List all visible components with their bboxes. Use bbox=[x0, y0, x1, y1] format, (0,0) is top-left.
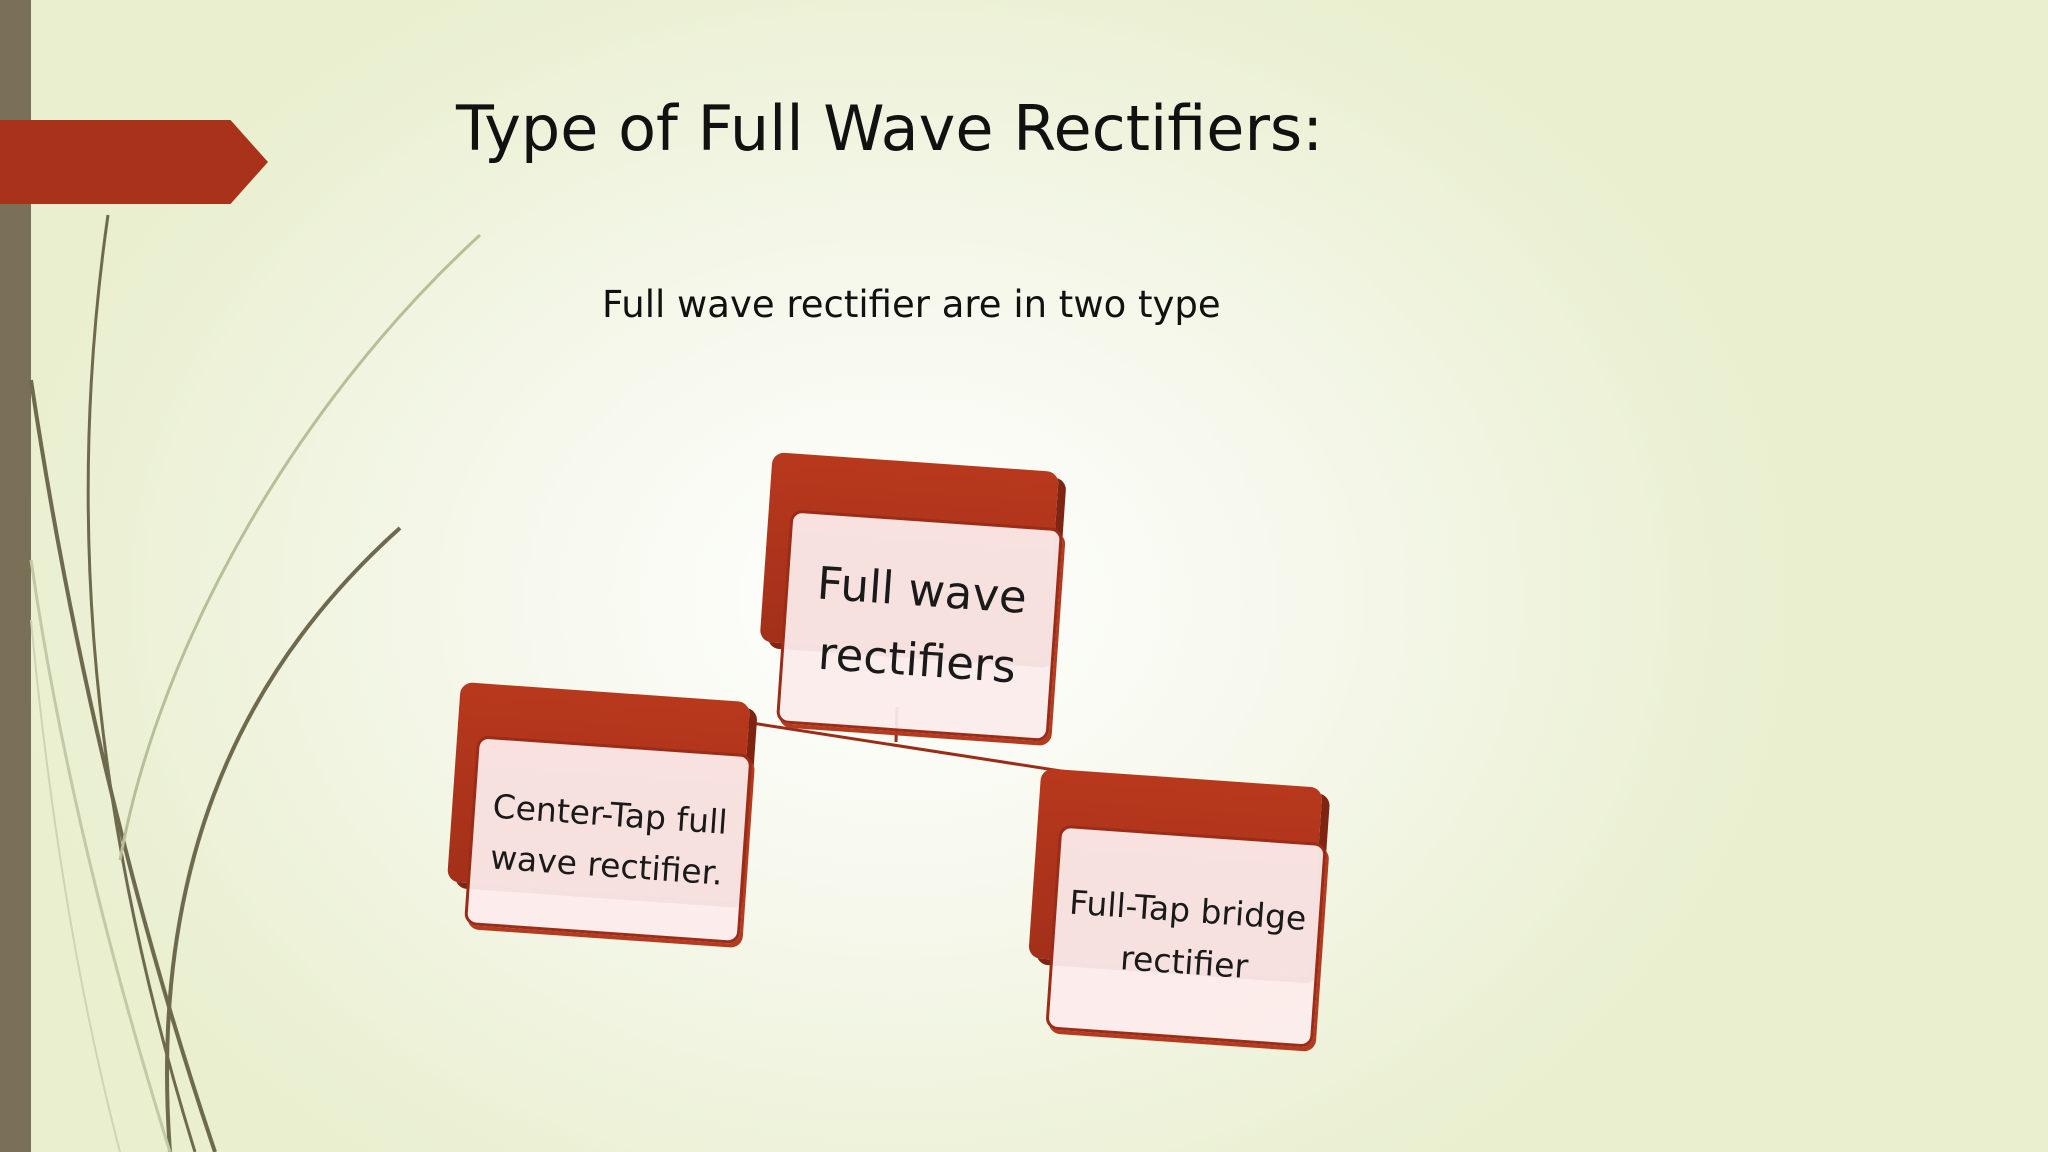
diagram-node-bridge: Full-Tap bridge rectifier bbox=[1023, 768, 1330, 1048]
diagram-node-root: Full wave rectifiers bbox=[754, 452, 1067, 742]
node-root-front-card: Full wave rectifiers bbox=[775, 509, 1064, 742]
slide-subtitle: Full wave rectifier are in two type bbox=[602, 283, 1221, 326]
diagram-node-center-tap: Center-Tap full wave rectifier. bbox=[444, 681, 756, 947]
node-center-tap-label: Center-Tap full wave rectifier. bbox=[488, 786, 729, 893]
node-bridge-label: Full-Tap bridge rectifier bbox=[1067, 882, 1308, 986]
node-center-tap-front-card: Center-Tap full wave rectifier. bbox=[463, 735, 753, 945]
title-arrow-tab bbox=[0, 120, 268, 204]
node-bridge-front-card: Full-Tap bridge rectifier bbox=[1045, 824, 1327, 1048]
slide-title: Type of Full Wave Rectifiers: bbox=[456, 92, 1324, 165]
node-root-label: Full wave rectifiers bbox=[815, 556, 1029, 694]
